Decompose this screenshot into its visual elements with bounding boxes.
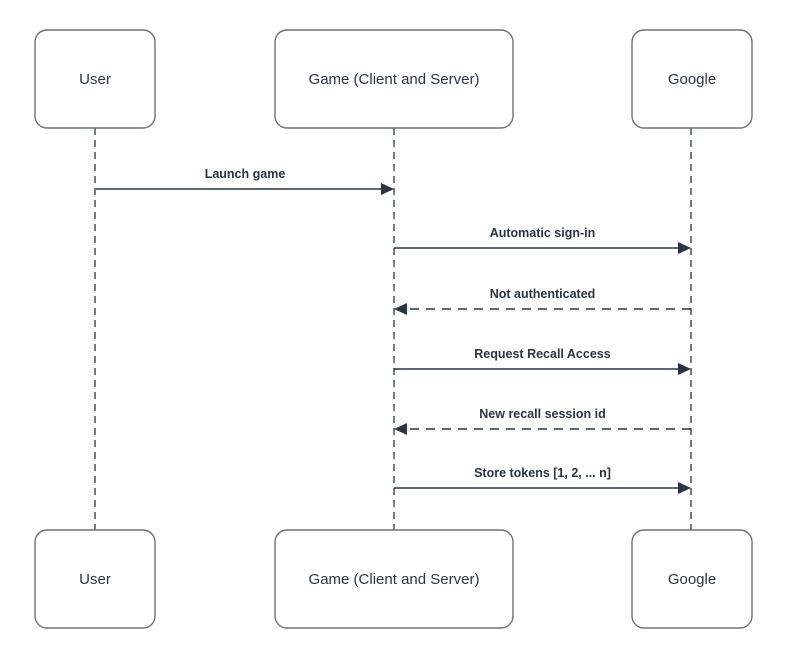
actor-user-bottom[interactable]: User bbox=[34, 529, 156, 629]
arrow-head-5 bbox=[394, 423, 407, 435]
lifelines-group bbox=[94, 128, 692, 530]
message-1[interactable]: Launch game bbox=[96, 167, 394, 195]
actor-google-bottom[interactable]: Google bbox=[631, 529, 753, 629]
actor-box-google-top[interactable] bbox=[631, 29, 753, 129]
arrow-head-6 bbox=[678, 482, 691, 494]
message-3[interactable]: Not authenticated bbox=[394, 287, 691, 315]
actor-label-user-bottom: User bbox=[79, 571, 111, 588]
message-label-2: Automatic sign-in bbox=[490, 226, 596, 240]
message-label-1: Launch game bbox=[205, 167, 286, 181]
actor-google-top[interactable]: Google bbox=[631, 29, 753, 129]
actor-box-google-bottom[interactable] bbox=[631, 529, 753, 629]
actor-box-user-bottom[interactable] bbox=[34, 529, 156, 629]
arrow-head-3 bbox=[394, 303, 407, 315]
actor-label-google-bottom: Google bbox=[668, 571, 716, 588]
message-label-5: New recall session id bbox=[479, 407, 605, 421]
message-label-6: Store tokens [1, 2, ... n] bbox=[474, 466, 611, 480]
actor-box-game-top[interactable] bbox=[274, 29, 514, 129]
actor-box-game-bottom[interactable] bbox=[274, 529, 514, 629]
arrow-head-2 bbox=[678, 242, 691, 254]
actor-label-user-top: User bbox=[79, 71, 111, 88]
arrow-head-4 bbox=[678, 363, 691, 375]
actor-game-bottom[interactable]: Game (Client and Server) bbox=[274, 529, 514, 629]
message-6[interactable]: Store tokens [1, 2, ... n] bbox=[394, 466, 691, 494]
message-label-4: Request Recall Access bbox=[474, 347, 610, 361]
message-4[interactable]: Request Recall Access bbox=[394, 347, 691, 375]
actor-box-user-top[interactable] bbox=[34, 29, 156, 129]
actor-user-top[interactable]: User bbox=[34, 29, 156, 129]
actor-label-google-top: Google bbox=[668, 71, 716, 88]
actor-label-game-top: Game (Client and Server) bbox=[309, 71, 480, 88]
actor-label-game-bottom: Game (Client and Server) bbox=[309, 571, 480, 588]
message-2[interactable]: Automatic sign-in bbox=[394, 226, 691, 254]
arrow-head-1 bbox=[381, 183, 394, 195]
message-5[interactable]: New recall session id bbox=[394, 407, 691, 435]
actor-game-top[interactable]: Game (Client and Server) bbox=[274, 29, 514, 129]
message-label-3: Not authenticated bbox=[490, 287, 596, 301]
